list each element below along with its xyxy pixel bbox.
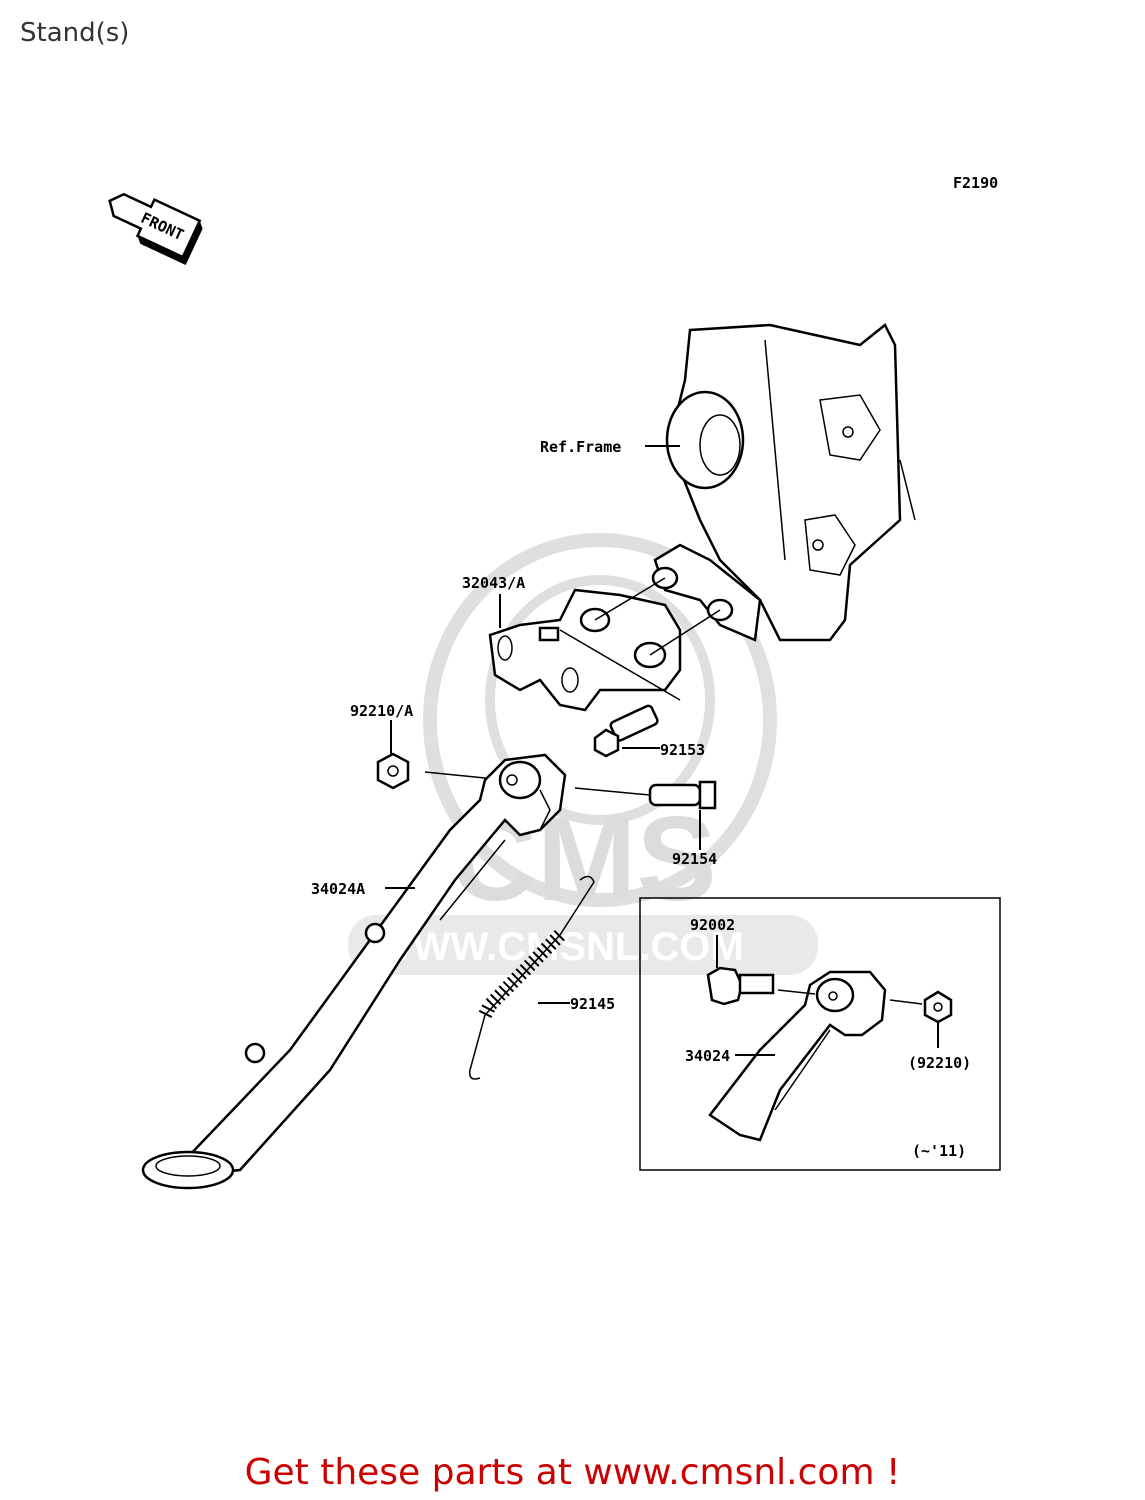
label-bolt-92002: 92002: [690, 916, 735, 934]
front-arrow-icon: FRONT: [108, 192, 203, 266]
side-stand-34024: [708, 970, 887, 1142]
diagram-code: F2190: [953, 174, 998, 192]
footer-cta-link[interactable]: Get these parts at www.cmsnl.com !: [244, 1452, 901, 1493]
label-stand: 34024: [685, 1047, 730, 1065]
inset-note: (~'11): [912, 1142, 966, 1160]
watermark-url: WWW.CMSNL.COM: [375, 925, 744, 969]
label-spring: 92145: [570, 995, 615, 1013]
label-bolt-92154: 92154: [672, 850, 717, 868]
side-stand-34024a: [141, 753, 567, 1190]
watermark: CMS WWW.CMSNL.COM: [348, 533, 818, 975]
bracket-32043a: [488, 588, 682, 712]
label-bolt-92153: 92153: [660, 741, 705, 759]
frame: [651, 323, 916, 642]
label-bracket: 32043/A: [462, 574, 525, 592]
nut-92210a: [376, 752, 410, 790]
bolt-92153: [593, 704, 659, 758]
label-ref-frame: Ref.Frame: [540, 438, 621, 456]
nut-92210: [923, 990, 953, 1024]
spring-92145: [468, 875, 595, 1080]
inset-box: 92002 34024 (92210) (~'11): [639, 897, 1001, 1171]
page-title: Stand(s): [20, 18, 130, 48]
label-nut: (92210): [908, 1054, 971, 1072]
bolt-92002: [706, 966, 775, 1006]
label-nut-a: 92210/A: [350, 702, 413, 720]
bolt-92154: [648, 780, 717, 810]
label-stand-a: 34024A: [311, 880, 365, 898]
